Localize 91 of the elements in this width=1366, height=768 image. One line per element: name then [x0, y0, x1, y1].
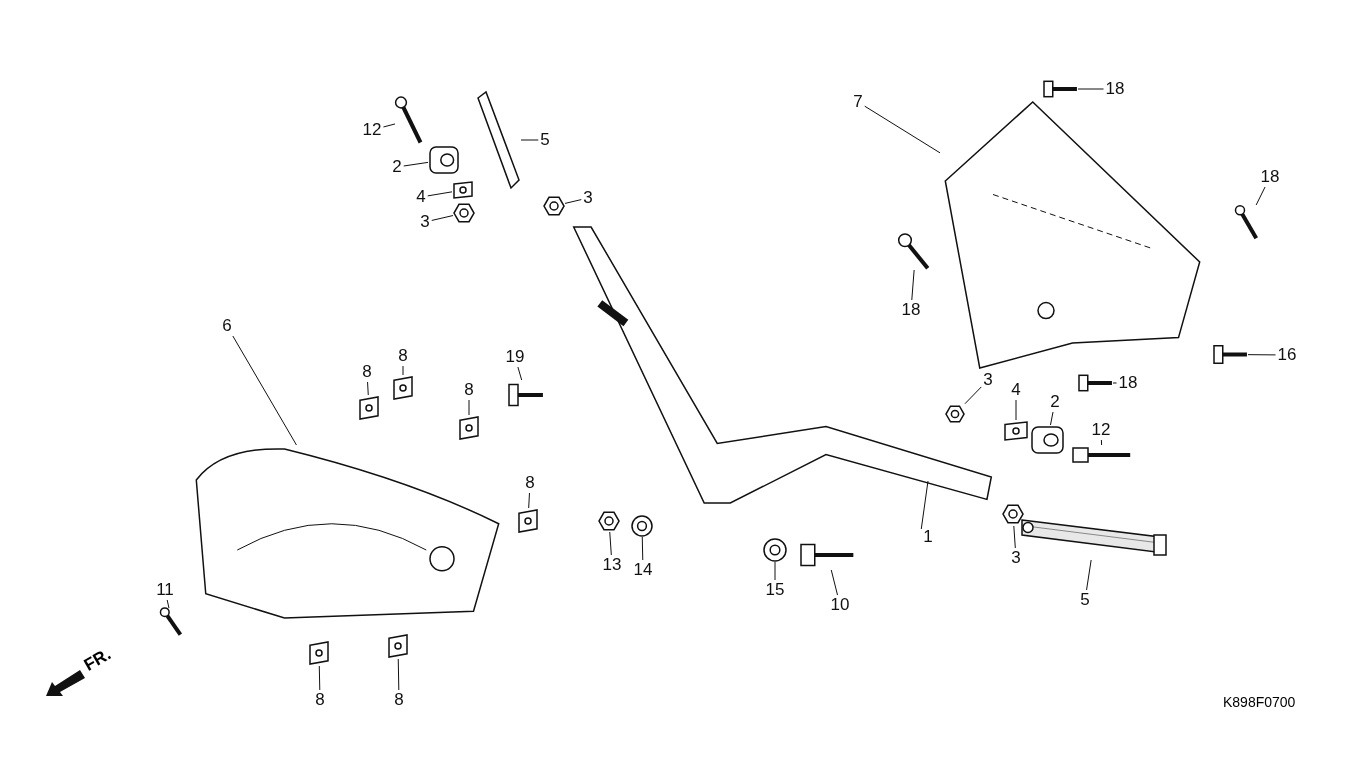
callout-number: 1	[923, 527, 933, 547]
leader-line	[232, 335, 297, 446]
callout-number: 8	[464, 380, 474, 400]
clip-nut-drawing	[387, 633, 409, 659]
callout-number: 3	[420, 212, 430, 232]
leader-line	[1086, 559, 1092, 591]
leader-line	[1049, 411, 1054, 426]
leader-line	[1112, 382, 1118, 384]
cap-drawing	[1030, 425, 1065, 455]
callout-number: 12	[1091, 420, 1111, 440]
nut-drawing	[598, 510, 620, 532]
leader-line	[431, 215, 454, 221]
leader-line	[427, 191, 453, 197]
callout-number: 18	[901, 300, 921, 320]
bolt-drawing	[1078, 372, 1113, 394]
callout-number: 11	[156, 580, 174, 600]
bolt-drawing	[160, 608, 184, 636]
clip-nut-drawing	[308, 640, 330, 666]
leader-line	[964, 386, 982, 405]
drawing-code: K898F0700	[1223, 694, 1296, 710]
callout-number: 8	[315, 690, 325, 710]
callout-number: 14	[633, 560, 653, 580]
callout-number: 8	[525, 473, 535, 493]
leader-line	[1013, 525, 1016, 549]
callout-number: 2	[392, 157, 402, 177]
pipe-drawing	[476, 90, 521, 190]
callout-number: 3	[1011, 548, 1021, 568]
leader-line	[382, 123, 396, 128]
leader-line	[528, 492, 530, 509]
clip-nut-drawing	[1003, 420, 1029, 442]
leader-line	[609, 531, 612, 556]
callout-number: 8	[398, 346, 408, 366]
clip-nut-drawing	[517, 508, 539, 534]
nut-drawing	[543, 195, 565, 217]
cap-drawing	[428, 145, 460, 175]
clip-nut-drawing	[392, 375, 414, 401]
callout-number: 4	[1011, 380, 1021, 400]
leader-line	[318, 665, 321, 691]
callout-number: 8	[394, 690, 404, 710]
bolt-drawing	[395, 95, 425, 145]
leader-line	[830, 569, 838, 596]
leader-line	[517, 366, 523, 381]
washer-drawing	[630, 515, 654, 537]
callout-number: 15	[765, 580, 785, 600]
nut-drawing	[945, 403, 965, 425]
callout-number: 19	[505, 347, 525, 367]
clip-nut-drawing	[452, 180, 474, 200]
leader-line	[641, 536, 644, 561]
callout-number: 5	[540, 130, 550, 150]
callout-number: 3	[983, 370, 993, 390]
callout-number: 10	[830, 595, 850, 615]
leader-line	[403, 161, 429, 167]
leader-line	[367, 381, 369, 396]
callout-number: 5	[1080, 590, 1090, 610]
callout-number: 3	[583, 188, 593, 208]
leader-line	[1247, 354, 1277, 356]
bolt-drawing	[1072, 445, 1132, 465]
leader-line	[564, 199, 582, 204]
leader-line	[166, 599, 170, 609]
leader-line	[774, 561, 776, 581]
callout-number: 18	[1260, 167, 1280, 187]
leader-line	[1255, 186, 1266, 206]
callout-number: 8	[362, 362, 372, 382]
callout-number: 13	[602, 555, 622, 575]
leader-line	[402, 365, 404, 376]
clip-nut-drawing	[358, 395, 380, 421]
bolt-drawing	[1043, 78, 1078, 100]
callout-number: 12	[362, 120, 382, 140]
leader-line	[1015, 399, 1017, 421]
nut-drawing	[1002, 502, 1024, 526]
leader-line	[1100, 439, 1103, 446]
leader-line	[397, 658, 400, 691]
washer-drawing	[763, 538, 787, 562]
direction-label: FR.	[80, 644, 115, 676]
bolt-drawing	[1235, 205, 1260, 240]
callout-number: 7	[853, 92, 863, 112]
callout-number: 16	[1277, 345, 1297, 365]
callout-number: 18	[1118, 373, 1138, 393]
nut-drawing	[453, 202, 475, 224]
clip-nut-drawing	[458, 415, 480, 441]
leader-line	[864, 105, 941, 154]
leader-line	[468, 399, 470, 416]
callout-number: 18	[1105, 79, 1125, 99]
callout-number: 2	[1050, 392, 1060, 412]
leader-line	[1077, 88, 1105, 90]
bolt-drawing	[1213, 342, 1248, 367]
callout-number: 4	[416, 187, 426, 207]
callout-number: 6	[222, 316, 232, 336]
leader-line	[520, 139, 539, 141]
leader-line	[911, 269, 915, 301]
leader-line	[920, 480, 929, 530]
